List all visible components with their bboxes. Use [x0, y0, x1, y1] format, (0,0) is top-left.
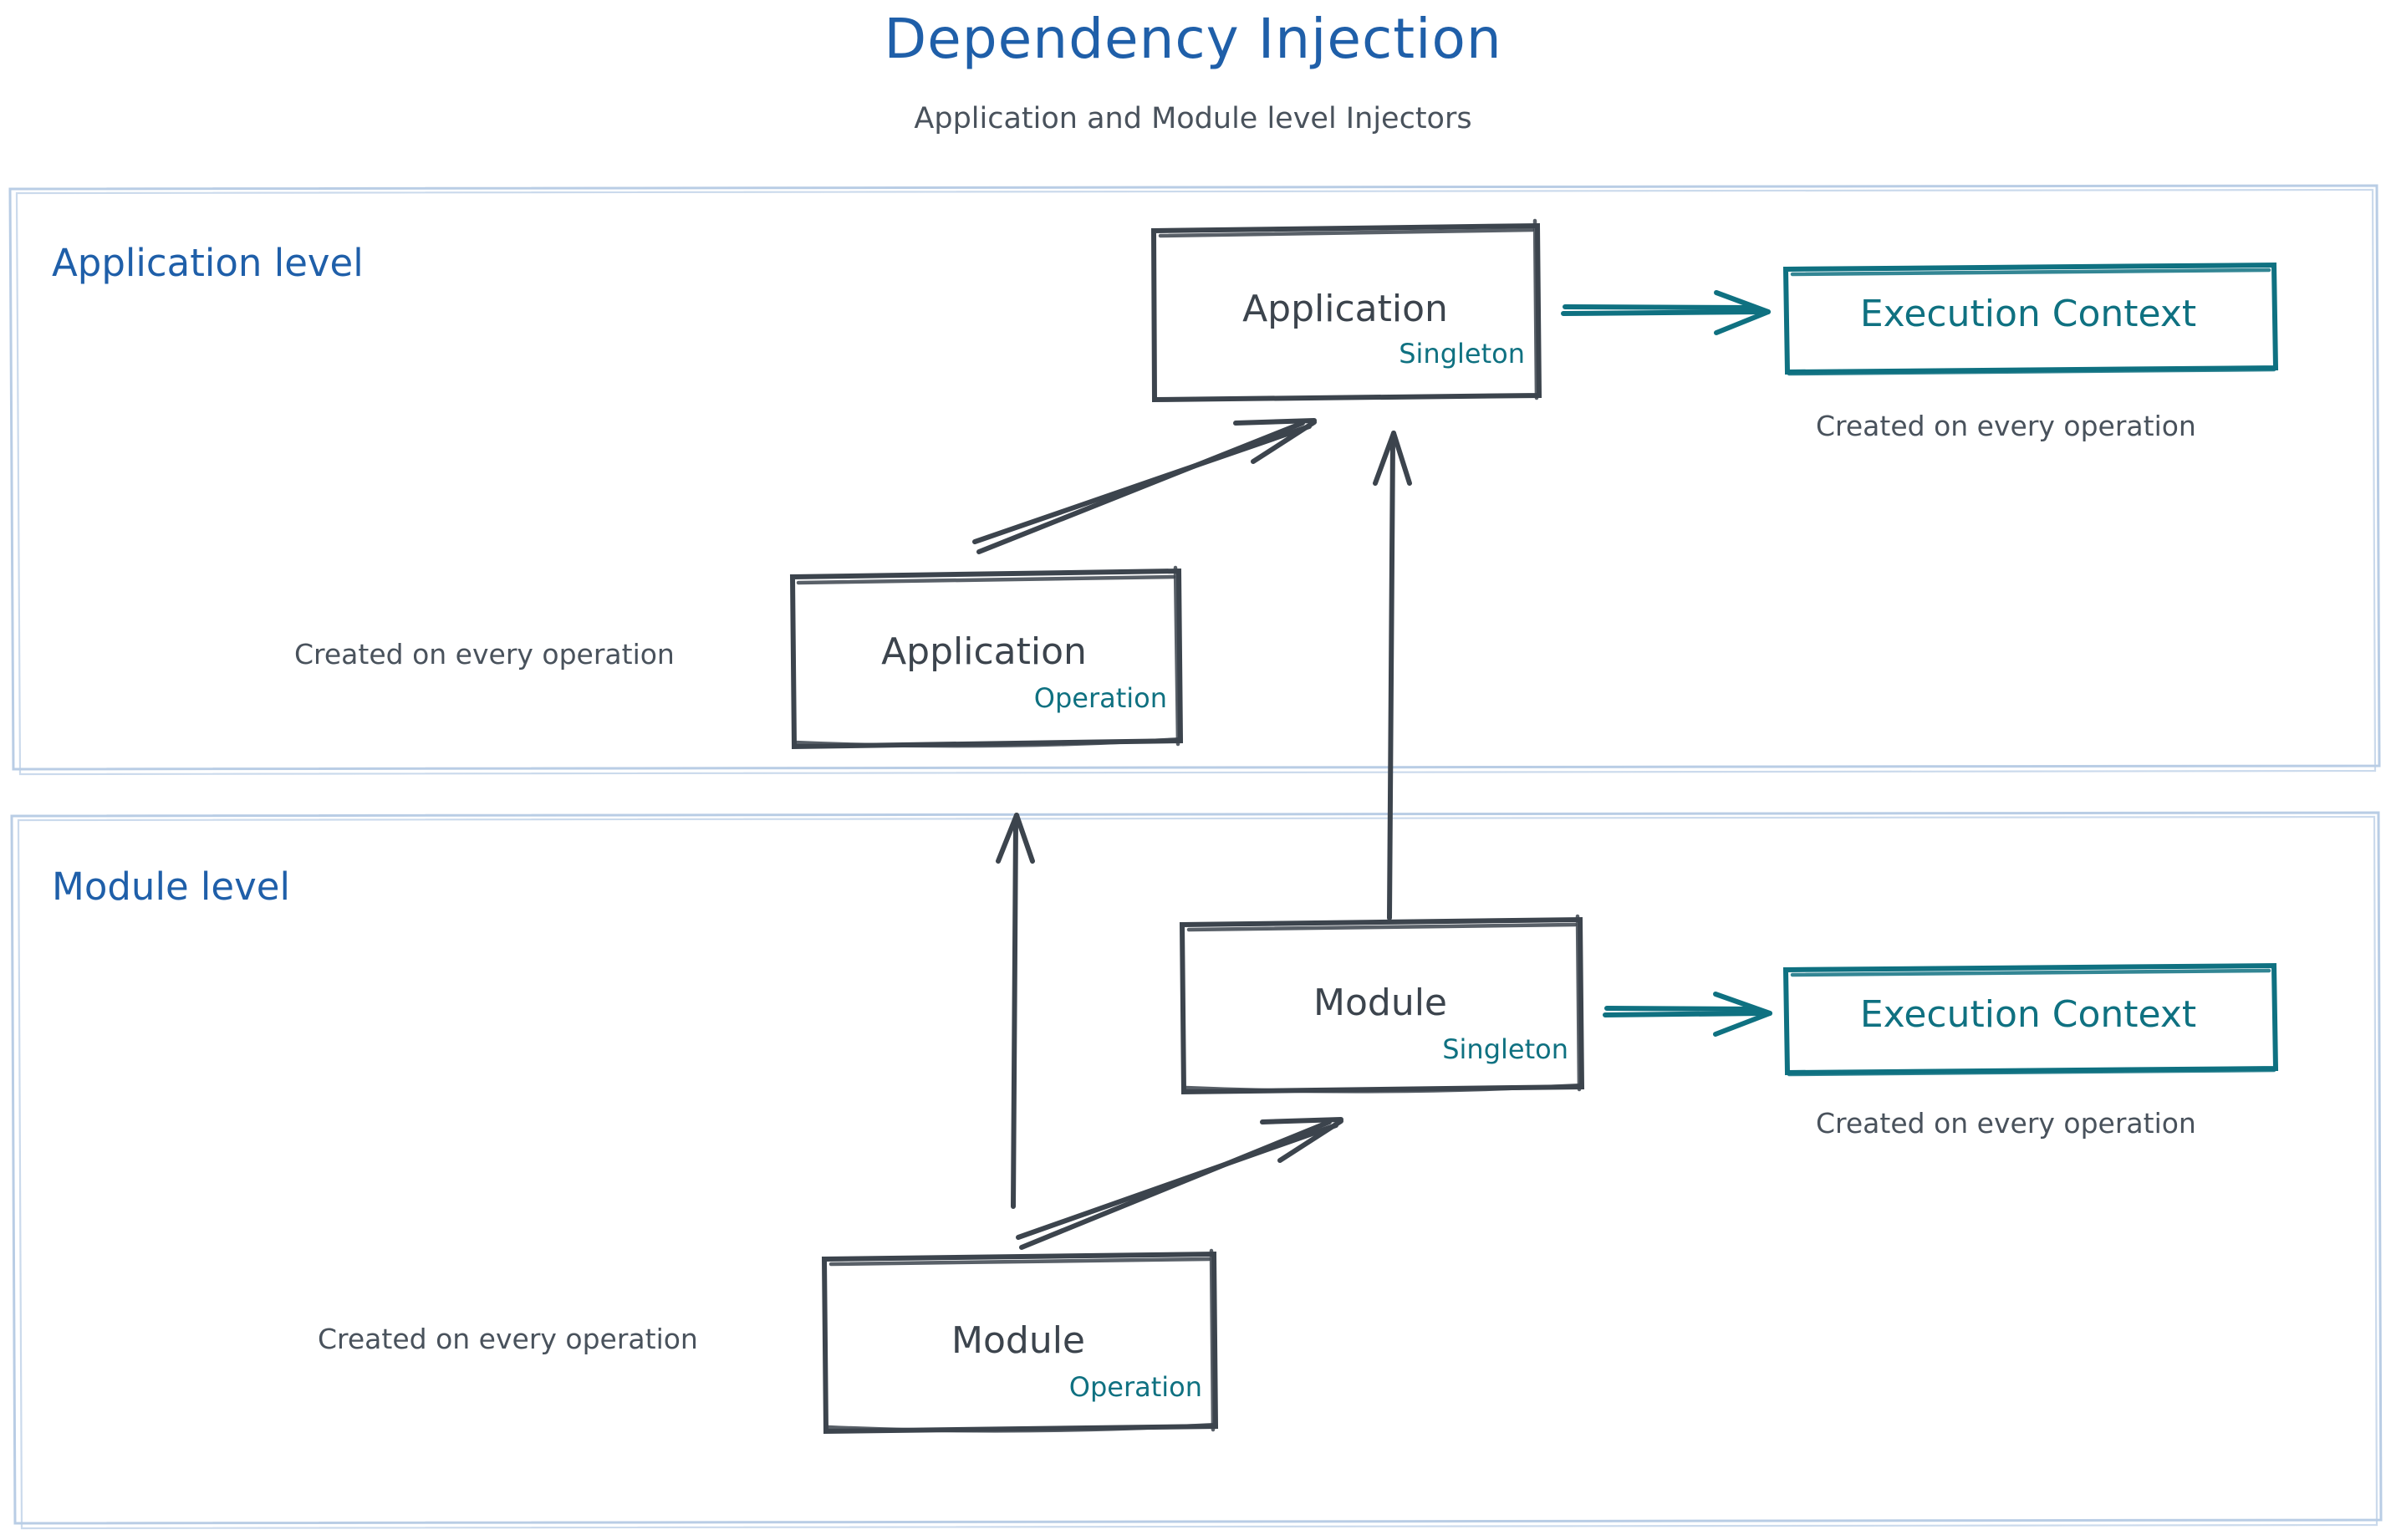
page-subtitle: Application and Module level Injectors — [914, 102, 1472, 135]
node-title-application-operation: Application — [881, 630, 1087, 673]
execution-context-label-application: Execution Context — [1859, 293, 2197, 335]
arrow-module-singleton-to-execution-context — [1603, 992, 1772, 1037]
execution-context-label-module: Execution Context — [1859, 993, 2197, 1036]
node-badge-application-operation: Operation — [1033, 682, 1167, 714]
panel-label-module-level: Module level — [52, 864, 290, 909]
caption-execution-context-application: Created on every operation — [1816, 410, 2196, 442]
page-title: Dependency Injection — [884, 7, 1502, 71]
arrow-application-operation-to-application-singleton — [972, 418, 1317, 554]
arrow-application-singleton-to-execution-context — [1561, 290, 1771, 335]
caption-application-operation: Created on every operation — [294, 638, 675, 671]
node-badge-module-singleton: Singleton — [1442, 1033, 1568, 1065]
arrow-module-singleton-to-application-singleton — [1373, 431, 1412, 920]
node-module-singleton[interactable]: Module Singleton — [1179, 921, 1582, 1089]
node-title-module-singleton: Module — [1313, 982, 1447, 1024]
arrow-module-operation-to-module-singleton — [1016, 1117, 1343, 1250]
panel-label-application-level: Application level — [52, 241, 364, 285]
node-application-operation[interactable]: Application Operation — [788, 570, 1180, 744]
node-badge-application-singleton: Singleton — [1399, 338, 1525, 370]
node-badge-module-operation: Operation — [1068, 1371, 1202, 1403]
node-title-module-operation: Module — [951, 1319, 1085, 1362]
node-module-operation[interactable]: Module Operation — [821, 1254, 1216, 1431]
caption-module-operation: Created on every operation — [318, 1323, 698, 1355]
execution-context-application[interactable]: Execution Context — [1782, 266, 2274, 370]
arrow-module-operation-to-application-operation — [996, 813, 1035, 1209]
caption-execution-context-module: Created on every operation — [1816, 1107, 2196, 1140]
node-title-application-singleton: Application — [1242, 288, 1448, 330]
node-application-singleton[interactable]: Application Singleton — [1152, 227, 1538, 395]
execution-context-module[interactable]: Execution Context — [1782, 966, 2274, 1070]
